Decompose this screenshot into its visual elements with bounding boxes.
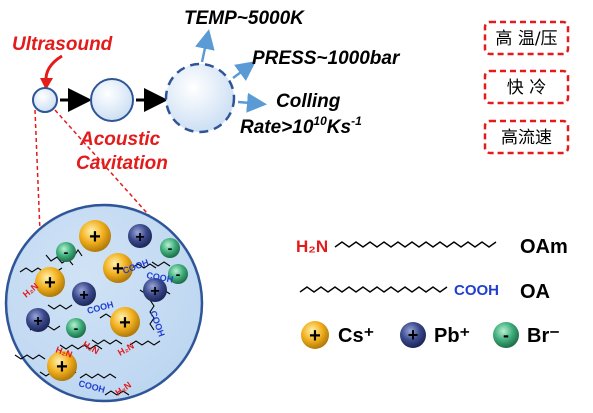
legend-pb-sign: + — [408, 325, 419, 345]
inset-pb-ion-1: + — [128, 224, 152, 248]
svg-text:+: + — [135, 229, 144, 246]
inset-cs-ion-1: + — [79, 220, 111, 252]
inset-pb-ion-3: + — [26, 308, 50, 332]
oam-chain — [334, 241, 497, 248]
cooling-rate-label: Rate>1010Ks-1 — [240, 114, 362, 138]
cn-box-1: 高 温/压 — [483, 20, 570, 56]
inset-br-ion-2: - — [160, 238, 180, 258]
legend-cs-sign: + — [309, 325, 321, 347]
legend-oam-label: OAm — [520, 236, 568, 258]
svg-text:-: - — [64, 244, 69, 260]
inset-cs-ion-2: + — [35, 267, 65, 297]
inset-pb-ion-4: + — [143, 278, 167, 302]
svg-text:+: + — [89, 226, 101, 248]
legend-oam-head: H₂N — [296, 237, 328, 256]
inset-pb-ion-2: + — [72, 282, 96, 306]
arrow-cooling — [237, 92, 267, 113]
svg-text:+: + — [56, 356, 68, 378]
acoustic-label-line2: Cavitation — [76, 153, 168, 174]
svg-text:+: + — [112, 258, 124, 280]
inset-br-ion-4: - — [66, 318, 86, 338]
legend-br-label: Br⁻ — [527, 325, 560, 347]
inset-br-ion-1: - — [56, 242, 76, 262]
legend-oa-head: COOH — [454, 282, 499, 299]
legend-cs-label: Cs⁺ — [338, 325, 374, 347]
cooling-label-line1: Colling — [276, 91, 341, 112]
legend-pb-ion — [400, 322, 426, 348]
svg-text:+: + — [150, 283, 159, 300]
cn-box-3-text: 高流速 — [501, 128, 552, 148]
legend-br-sign: - — [503, 325, 509, 345]
inset-cs-ion-3: + — [103, 253, 133, 283]
legend-br: - Br⁻ — [493, 322, 560, 348]
svg-text:-: - — [168, 240, 173, 256]
cn-box-1-text: 高 温/压 — [495, 29, 557, 49]
legend-cs-ion — [301, 321, 329, 349]
temp-label: TEMP~5000K — [184, 8, 305, 29]
small-bubble — [32, 87, 58, 113]
inset-bubble: + + + + + + + + + - - - - H₂N H₂N H₂N H₂… — [4, 203, 204, 403]
legend-oa-label: OA — [520, 281, 550, 303]
ultrasound-arrowhead — [40, 78, 53, 90]
medium-bubble — [90, 78, 134, 122]
cn-box-2: 快 冷 — [483, 69, 570, 105]
svg-text:-: - — [176, 266, 181, 282]
zoom-line-left — [34, 109, 41, 233]
inset-cooh-1: COOH — [146, 270, 174, 285]
svg-text:+: + — [44, 272, 56, 294]
ultrasound-label: Ultrasound — [12, 34, 113, 55]
legend-oam: H₂N OAm — [296, 236, 568, 258]
arrow-press — [232, 61, 257, 81]
inset-br-ion-3: - — [168, 264, 188, 284]
large-collapsing-bubble — [164, 62, 236, 134]
cn-box-2-text: 快 冷 — [507, 78, 546, 98]
legend-br-ion — [493, 322, 519, 348]
arrow-temp — [195, 29, 215, 63]
oa-chain — [299, 286, 448, 293]
press-label: PRESS~1000bar — [252, 48, 401, 69]
inset-cs-ion-4: + — [110, 307, 140, 337]
legend-pb-label: Pb⁺ — [434, 325, 470, 347]
acoustic-label-line1: Acoustic — [79, 129, 161, 150]
svg-text:-: - — [74, 320, 79, 336]
svg-text:+: + — [79, 287, 88, 304]
legend-oa: COOH OA — [299, 281, 550, 303]
svg-text:+: + — [119, 312, 131, 334]
svg-text:+: + — [33, 313, 42, 330]
legend-pb: + Pb⁺ — [400, 322, 470, 348]
cn-box-3: 高流速 — [483, 119, 570, 155]
legend-cs: + Cs⁺ — [301, 321, 374, 349]
inset-cs-ion-5: + — [47, 351, 77, 381]
